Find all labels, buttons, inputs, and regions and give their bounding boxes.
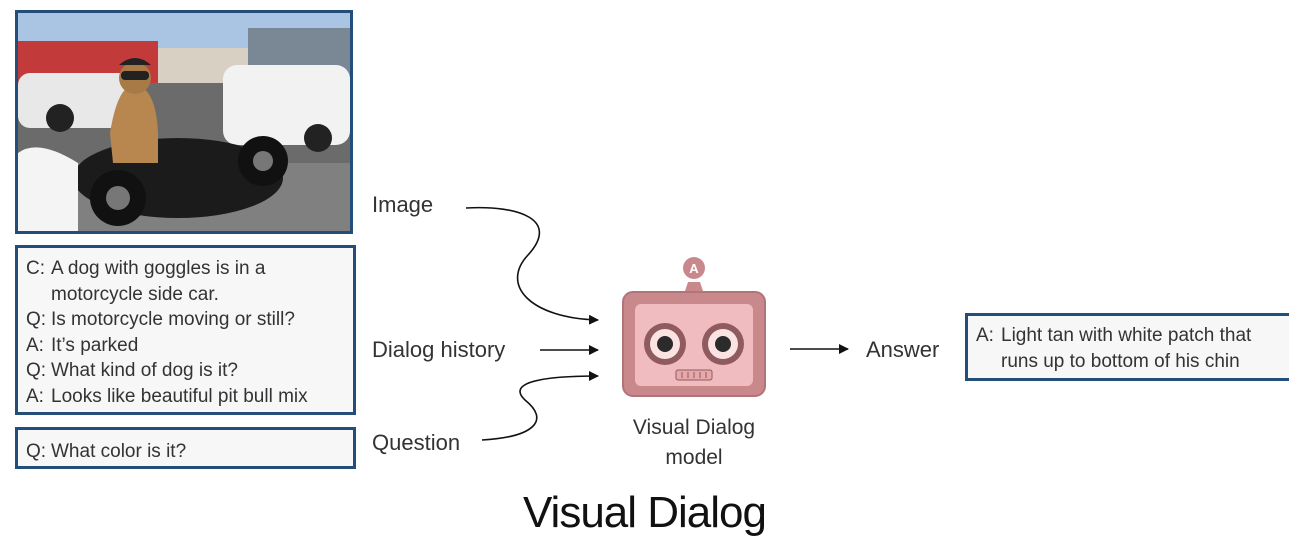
robot-badge-text: A [689,261,699,276]
dialog-history-box: C: A dog with goggles is in a motorcycle… [15,245,356,415]
answer-text-line2: runs up to bottom of his chin [1001,350,1240,372]
history-prefix: A: [26,334,44,356]
history-caption-continuation: motorcycle side car. [51,283,219,305]
history-line: Q: Is motorcycle moving or still? [26,307,353,333]
history-line: Q: What kind of dog is it? [26,358,353,384]
history-text: It’s parked [51,334,139,356]
history-line: A: It’s parked [26,333,353,359]
question-label: Question [372,430,461,455]
dog-sidecar-photo [15,10,353,234]
answer-text-line1: Light tan with white patch that [1001,325,1252,346]
history-caption: C: A dog with goggles is in a [26,256,353,282]
image-arrow [465,206,599,325]
answer-box: A: Light tan with white patch that runs … [965,313,1289,381]
answer-line: A: Light tan with white patch that [976,323,1289,349]
history-text: Looks like beautiful pit bull mix [51,385,308,407]
model-caption: Visual Dialog model [604,413,784,473]
question-box: Q: What color is it? [15,427,356,469]
history-prefix: A: [26,385,44,407]
question-arrow [481,371,599,441]
history-prefix: C: [26,258,45,279]
question-prefix: Q: [26,441,47,462]
history-text: What kind of dog is it? [51,360,238,381]
history-text: Is motorcycle moving or still? [51,309,295,330]
model-caption-line1: Visual Dialog [632,416,756,439]
robot-model-icon: A [622,257,766,397]
diagram-title: Visual Dialog [522,488,767,537]
history-prefix: Q: [26,360,47,381]
answer-label: Answer [866,337,940,362]
answer-prefix: A: [976,325,994,346]
image-label: Image [372,192,434,217]
question-text: What color is it? [51,441,187,462]
question-line: Q: What color is it? [26,439,353,465]
history-text: A dog with goggles is in a [51,258,266,279]
history-line: A: Looks like beautiful pit bull mix [26,384,353,410]
history-prefix: Q: [26,309,47,330]
dialog-history-label: Dialog history [372,337,506,362]
model-caption-line2: model [665,446,723,469]
